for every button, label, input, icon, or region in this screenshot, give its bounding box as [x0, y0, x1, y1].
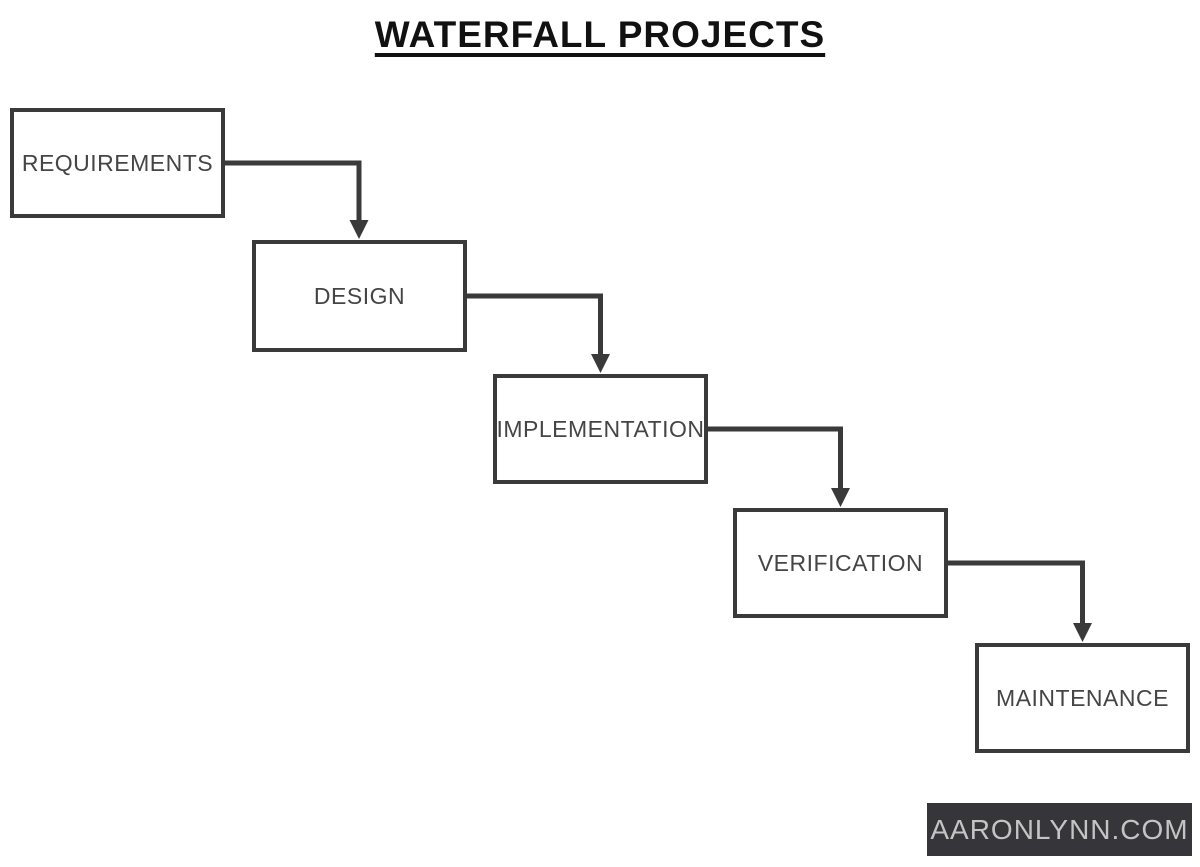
watermark-badge: AARONLYNN.COM [927, 803, 1192, 856]
stage-label-verification: VERIFICATION [757, 549, 924, 576]
stage-label-requirements: REQUIREMENTS [21, 149, 214, 176]
diagram-title: WATERFALL PROJECTS [374, 14, 826, 55]
watermark-text: AARONLYNN.COM [930, 813, 1189, 845]
stage-box-verification: VERIFICATION [733, 508, 948, 618]
stage-box-maintenance: MAINTENANCE [975, 643, 1190, 753]
arrow-design-to-implementation-icon [466, 293, 610, 373]
stage-label-design: DESIGN [313, 282, 406, 309]
stage-box-design: DESIGN [252, 240, 467, 352]
stage-label-maintenance: MAINTENANCE [996, 684, 1169, 711]
arrow-requirements-to-design-icon [225, 160, 369, 239]
stage-box-requirements: REQUIREMENTS [10, 108, 225, 218]
arrow-implementation-to-verification-icon [708, 426, 850, 507]
arrow-verification-to-maintenance-icon [948, 560, 1092, 642]
stage-box-implementation: IMPLEMENTATION [493, 374, 708, 484]
stage-label-implementation: IMPLEMENTATION [496, 415, 705, 442]
